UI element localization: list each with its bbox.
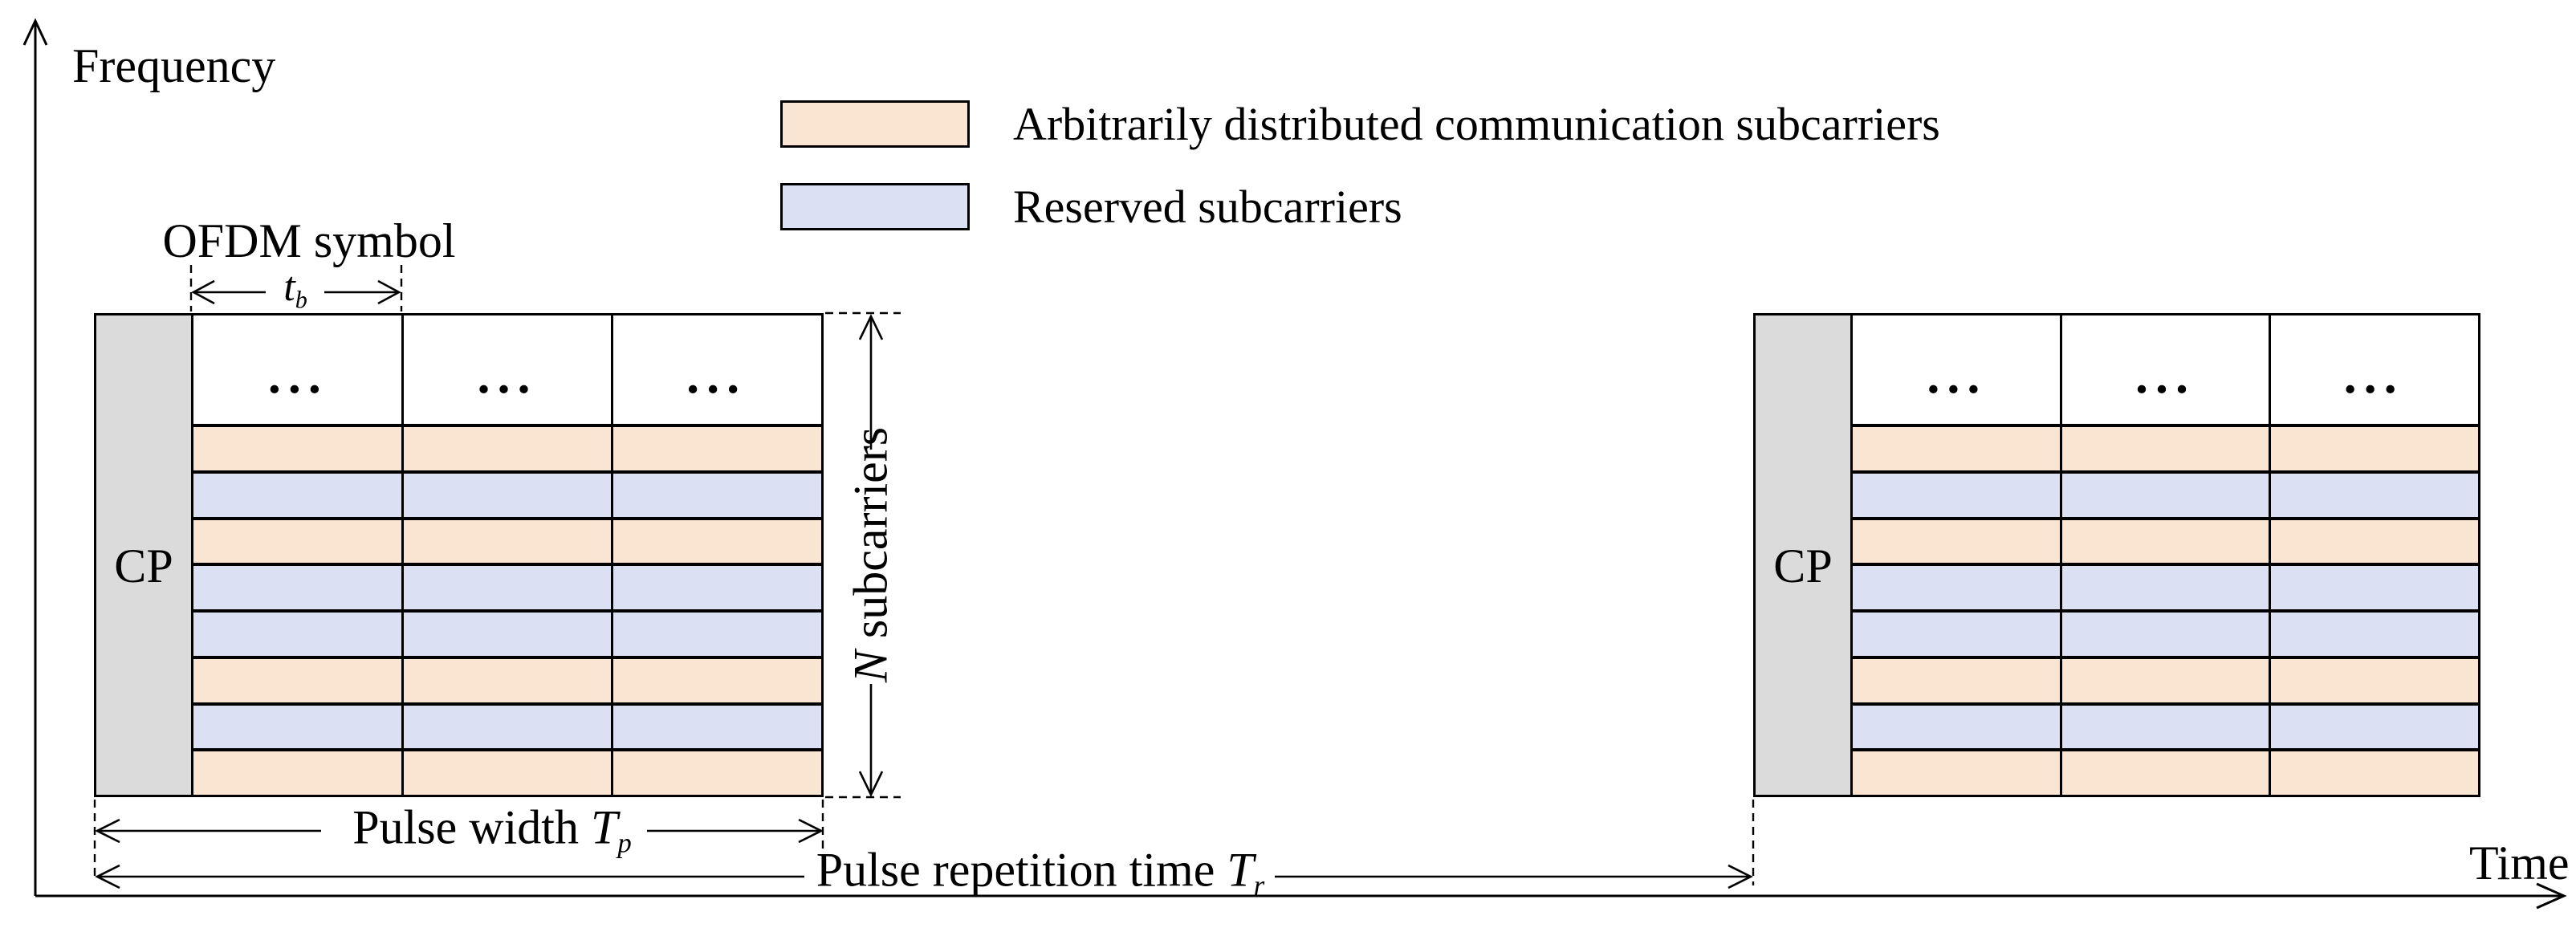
subcarrier-row-reserved: [1853, 563, 2478, 609]
n-subcarriers-text: subcarriers: [844, 426, 897, 651]
n-subcarriers-arrowhead-bottom: [858, 771, 884, 797]
n-symbol: N: [844, 650, 897, 683]
subcarrier-row-reserved: [193, 470, 821, 517]
cyclic-prefix-region: CP: [96, 315, 193, 795]
subcarrier-row-communication: [1853, 748, 2478, 795]
ofdm-pulse-block-1: CP .........: [94, 313, 824, 797]
ellipsis-dots: ...: [686, 346, 747, 404]
tb-arrowhead-right: [377, 279, 401, 305]
subcarrier-row-communication: [1853, 655, 2478, 702]
pulse-repetition-arrowhead-left: [95, 864, 120, 889]
pulse-width-arrowhead-right: [798, 818, 824, 844]
cp-label: CP: [1773, 539, 1833, 592]
subcarrier-row-reserved: [1853, 702, 2478, 749]
tb-duration-label: tb: [283, 263, 307, 311]
cp-label: CP: [114, 539, 173, 592]
pulse-width-text: Pulse width: [352, 800, 591, 854]
legend-item-reserved: Reserved subcarriers: [780, 180, 1402, 234]
subcarrier-row-communication: [193, 424, 821, 470]
subcarrier-row-communication: [1853, 424, 2478, 470]
legend-swatch-reserved-subcarriers: [780, 183, 970, 230]
subcarrier-row-communication: [1853, 516, 2478, 564]
ofdm-symbol-ellipsis-row: .........: [1853, 315, 2478, 424]
legend-item-communication: Arbitrarily distributed communication su…: [780, 97, 1940, 151]
subcarrier-row-reserved: [1853, 609, 2478, 656]
ofdm-pulse-block-2: CP .........: [1753, 313, 2480, 797]
pulse-repetition-time-label: Pulse repetition time Tr: [816, 843, 1265, 899]
ofdm-symbol-divider: [2060, 315, 2063, 795]
n-subcarriers-arrowhead-top: [858, 314, 884, 340]
subcarrier-grid: .........: [193, 315, 821, 795]
pulse-repetition-text: Pulse repetition time: [816, 843, 1227, 897]
tb-symbol: t: [283, 263, 295, 310]
ofdm-symbol-label: OFDM symbol: [162, 214, 456, 267]
ofdm-symbol-divider: [610, 315, 613, 795]
ellipsis-dots: ...: [2135, 346, 2196, 404]
y-axis-label: Frequency: [72, 39, 276, 92]
ofdm-symbol-divider: [401, 315, 405, 795]
tp-subscript: p: [617, 827, 632, 859]
tb-subscript: b: [295, 286, 307, 314]
legend-label-reserved-subcarriers: Reserved subcarriers: [1013, 181, 1402, 233]
subcarrier-row-communication: [193, 516, 821, 564]
tb-arrowhead-left: [191, 279, 215, 305]
pulse-width-arrowhead-left: [95, 818, 120, 844]
tr-subscript: r: [1253, 869, 1265, 902]
n-subcarriers-label: N subcarriers: [844, 426, 897, 683]
subcarrier-row-reserved: [1853, 470, 2478, 517]
ellipsis-dots: ...: [267, 346, 328, 404]
tp-symbol: T: [590, 800, 618, 854]
legend-label-communication-subcarriers: Arbitrarily distributed communication su…: [1013, 98, 1940, 150]
cyclic-prefix-region: CP: [1756, 315, 1853, 795]
ellipsis-dots: ...: [2343, 346, 2404, 404]
ofdm-symbol-divider: [2268, 315, 2271, 795]
y-axis-arrowhead: [22, 18, 48, 46]
legend-swatch-communication-subcarriers: [780, 100, 970, 148]
subcarrier-row-reserved: [193, 609, 821, 656]
subcarrier-grid: .........: [1853, 315, 2478, 795]
x-axis-label: Time: [2469, 836, 2570, 889]
pulse-width-label: Pulse width Tp: [352, 800, 631, 857]
ellipsis-dots: ...: [1927, 346, 1988, 404]
subcarrier-row-reserved: [193, 702, 821, 749]
tr-symbol: T: [1227, 843, 1254, 897]
pulse-repetition-arrowhead-right: [1728, 864, 1753, 889]
subcarrier-row-communication: [193, 748, 821, 795]
subcarrier-row-communication: [193, 655, 821, 702]
ellipsis-dots: ...: [477, 346, 538, 404]
ofdm-symbol-ellipsis-row: .........: [193, 315, 821, 424]
subcarrier-row-reserved: [193, 563, 821, 609]
